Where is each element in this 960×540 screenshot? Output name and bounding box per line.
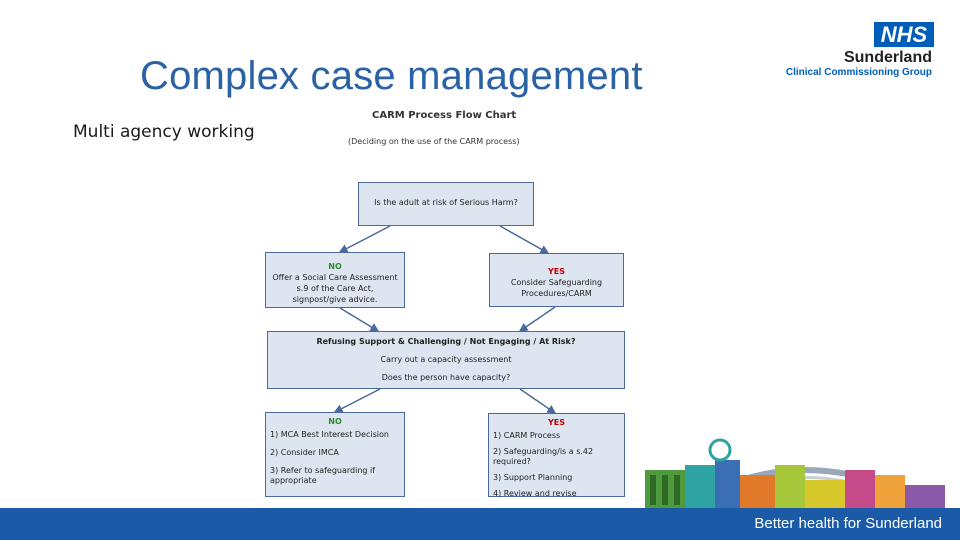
footer-bar	[0, 508, 960, 540]
capacity-heading: Refusing Support & Challenging / Not Eng…	[316, 337, 576, 346]
yes-branch-label: YES	[547, 267, 566, 276]
no-outcome-box: NO 1) MCA Best Interest Decision 2) Cons…	[265, 412, 405, 497]
nhs-badge: NHS	[874, 22, 934, 47]
no-outcome-item: 3) Refer to safeguarding if appropriate	[270, 466, 376, 485]
capacity-line: Carry out a capacity assessment	[380, 355, 512, 364]
capacity-line: Does the person have capacity?	[381, 373, 511, 382]
yes-branch-line: Procedures/CARM	[521, 289, 592, 298]
nhs-logo: NHS Sunderland Clinical Commissioning Gr…	[784, 22, 934, 82]
yes-outcome-item: 4) Review and revise	[493, 489, 577, 498]
nhs-org-name: Sunderland	[843, 49, 932, 66]
no-outcome-item: 1) MCA Best Interest Decision	[270, 430, 389, 439]
yes-outcome-item: 2) Safeguarding/is a s.42 required?	[493, 447, 594, 466]
yes-outcome-label: YES	[547, 418, 566, 427]
no-branch-line: signpost/give advice.	[292, 295, 378, 304]
yes-branch-box: YES Consider Safeguarding Procedures/CAR…	[489, 253, 624, 307]
sunderland-skyline-illustration	[645, 438, 945, 513]
yes-outcome-item: 3) Support Planning	[493, 473, 573, 482]
no-branch-label: NO	[328, 262, 342, 271]
no-outcome-item: 2) Consider IMCA	[270, 448, 339, 457]
slide-title: Complex case management	[140, 54, 643, 98]
question-text: Is the adult at risk of Serious Harm?	[374, 198, 518, 207]
question-box: Is the adult at risk of Serious Harm?	[358, 182, 534, 226]
slide-subtitle: Multi agency working	[73, 122, 255, 142]
yes-outcome-box: YES 1) CARM Process 2) Safeguarding/is a…	[488, 413, 625, 498]
flowchart-subtitle: (Deciding on the use of the CARM process…	[348, 137, 520, 146]
capacity-box: Refusing Support & Challenging / Not Eng…	[267, 331, 625, 389]
flowchart-title: CARM Process Flow Chart	[372, 110, 517, 121]
no-branch-box: NO Offer a Social Care Assessment s.9 of…	[265, 252, 405, 308]
nhs-group-name: Clinical Commissioning Group	[785, 67, 932, 78]
yes-outcome-item: 1) CARM Process	[493, 431, 561, 440]
no-outcome-label: NO	[328, 417, 342, 426]
no-branch-line: Offer a Social Care Assessment	[272, 273, 398, 282]
footer-tagline: Better health for Sunderland	[754, 515, 942, 532]
yes-branch-line: Consider Safeguarding	[510, 278, 603, 287]
no-branch-line: s.9 of the Care Act,	[296, 284, 374, 293]
